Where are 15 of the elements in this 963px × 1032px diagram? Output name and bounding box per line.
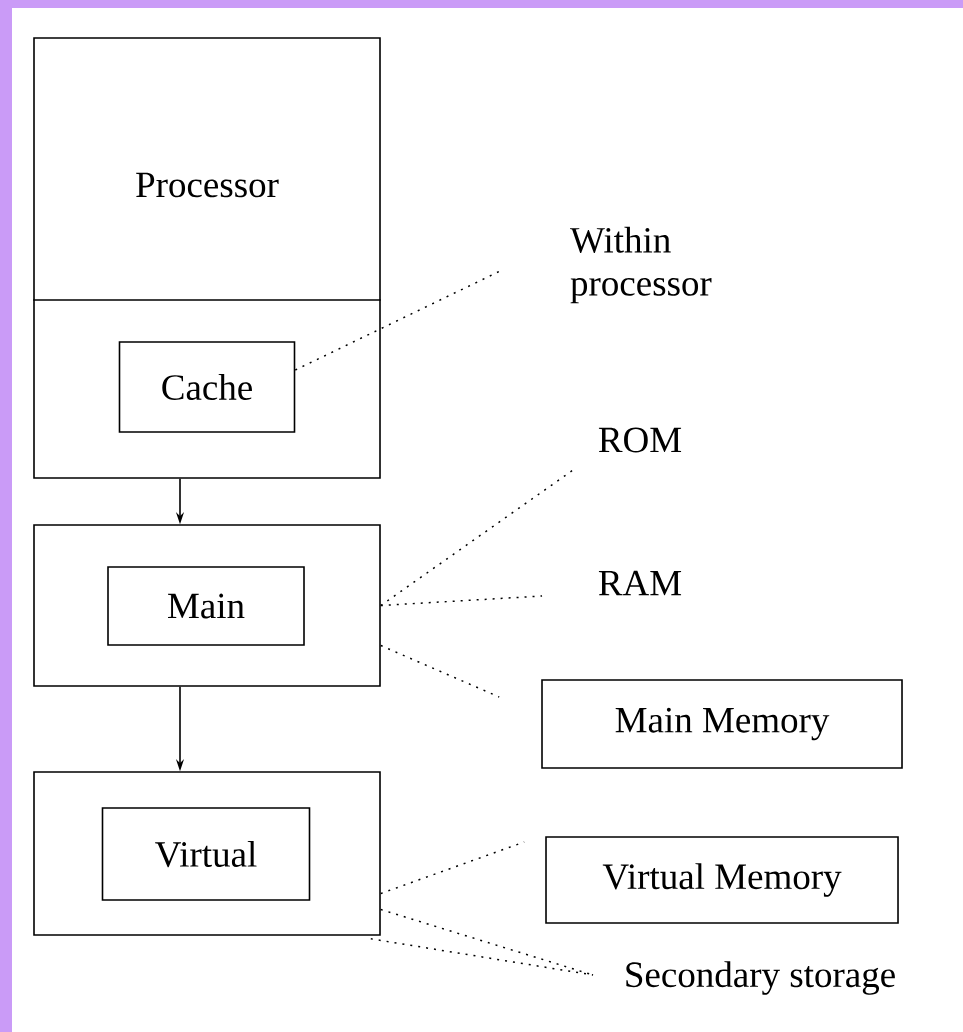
annotation-text: ROM: [598, 427, 682, 453]
annotation-text: Secondary storage: [626, 961, 895, 995]
leader-line: [370, 938, 594, 976]
label-box: Virtual Memory: [545, 836, 899, 924]
leader-line: [380, 644, 500, 698]
virtual-box: Virtual: [101, 807, 311, 901]
label-box: Main Memory: [541, 679, 903, 769]
leader-line: [380, 469, 574, 607]
main-box: Main: [107, 566, 305, 646]
memory-box: [33, 771, 381, 936]
leader-line: [380, 595, 543, 607]
annotation-text: Within processor: [570, 226, 712, 304]
memory-box: [33, 524, 381, 687]
cache-box: Cache: [118, 341, 296, 433]
annotation-text: RAM: [598, 570, 682, 596]
